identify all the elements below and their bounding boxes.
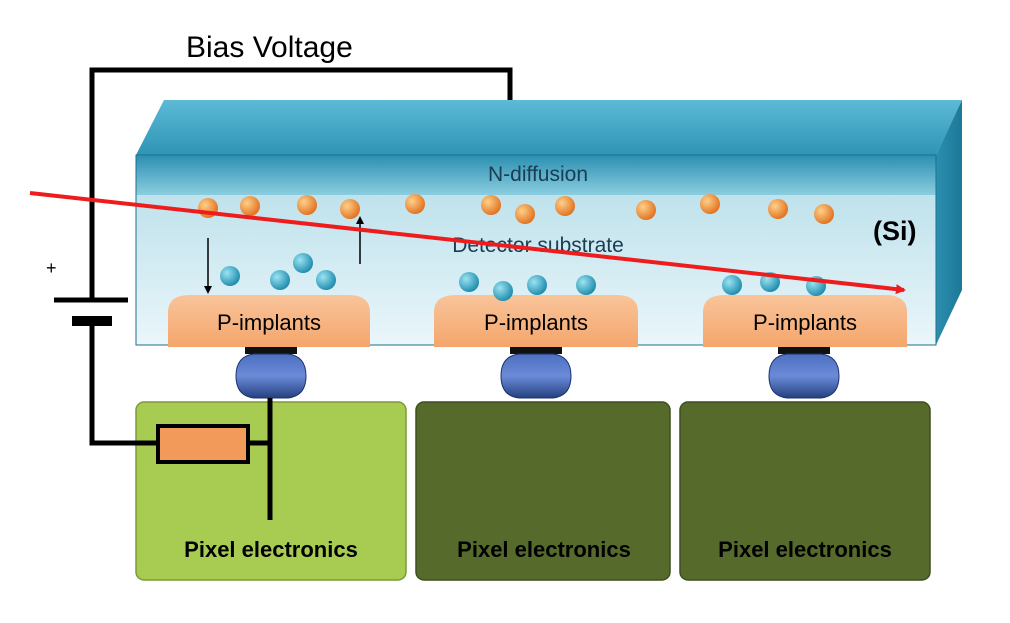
- bump-bond-1: [235, 347, 307, 399]
- p-implant-label: P-implants: [217, 310, 321, 335]
- pixel-electronics-label: Pixel electronics: [457, 537, 631, 562]
- electron: [515, 204, 535, 224]
- n-diffusion-layer: [136, 155, 936, 195]
- pixel-electronics-label: Pixel electronics: [718, 537, 892, 562]
- p-implant-3: P-implants: [703, 295, 907, 347]
- hole: [722, 275, 742, 295]
- bump-bond-2: [500, 347, 572, 399]
- electron: [340, 199, 360, 219]
- sensor-top-face: [136, 100, 962, 155]
- hole: [576, 275, 596, 295]
- electron: [555, 196, 575, 216]
- p-implant-label: P-implants: [484, 310, 588, 335]
- hole: [316, 270, 336, 290]
- battery-symbol: [54, 297, 128, 326]
- n-diffusion-label: N-diffusion: [488, 163, 588, 186]
- electron: [768, 199, 788, 219]
- silicon-label: (Si): [873, 216, 917, 246]
- p-implant-2: P-implants: [434, 295, 638, 347]
- electron: [240, 196, 260, 216]
- bias-voltage-label: Bias Voltage: [186, 31, 353, 64]
- hole: [527, 275, 547, 295]
- particle-track-arrow: [29, 191, 906, 295]
- electron: [481, 195, 501, 215]
- electron: [297, 195, 317, 215]
- p-implant-label: P-implants: [753, 310, 857, 335]
- p-implant-1: P-implants: [168, 295, 370, 347]
- sensor-side-face: [936, 100, 962, 345]
- electron: [700, 194, 720, 214]
- plus-sign: +: [46, 258, 57, 278]
- holes: [220, 253, 826, 301]
- bias-wire-top: [89, 67, 513, 300]
- electron: [636, 200, 656, 220]
- pixel-electronics-3: Pixel electronics: [679, 401, 931, 581]
- hole: [459, 272, 479, 292]
- hole: [270, 270, 290, 290]
- resistor: [156, 424, 250, 464]
- electrons: [198, 194, 834, 224]
- electron: [405, 194, 425, 214]
- hole: [493, 281, 513, 301]
- pixel-electronics-2: Pixel electronics: [415, 401, 671, 581]
- hole: [293, 253, 313, 273]
- electron: [814, 204, 834, 224]
- bump-bond-3: [768, 347, 840, 399]
- pixel-electronics-label: Pixel electronics: [184, 537, 358, 562]
- hole: [220, 266, 240, 286]
- substrate-label: Detector substrate: [452, 234, 624, 257]
